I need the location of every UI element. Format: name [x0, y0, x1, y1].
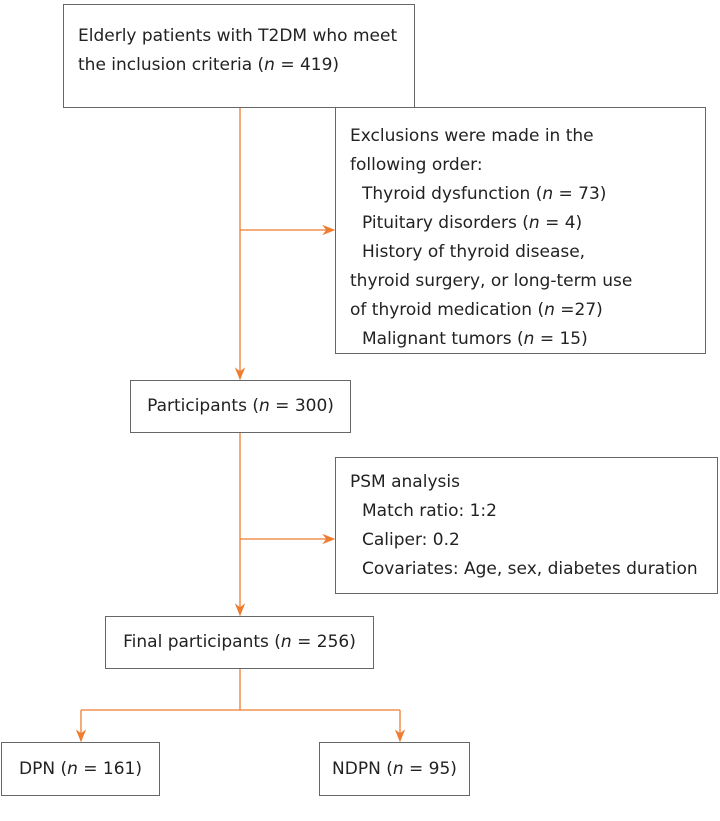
exclusions-line: following order:: [350, 155, 483, 175]
exclusions-line: Exclusions were made in the: [350, 126, 594, 146]
final-box: Final participants (n = 256): [105, 616, 374, 669]
psm-item: Caliper: 0.2: [362, 530, 460, 550]
exclusion-item: History of thyroid disease,: [362, 242, 586, 262]
participants-box: Participants (n = 300): [130, 380, 351, 433]
ndpn-text: NDPN (n = 95): [332, 758, 457, 779]
ndpn-box: NDPN (n = 95): [319, 742, 470, 796]
participants-text: Participants (n = 300): [147, 396, 334, 416]
final-text: Final participants (n = 256): [123, 632, 356, 652]
exclusion-item-cont: of thyroid medication (n =27): [350, 300, 603, 320]
psm-title: PSM analysis: [350, 472, 460, 492]
psm-box: PSM analysis Match ratio: 1:2 Caliper: 0…: [335, 457, 718, 594]
inclusion-box: Elderly patients with T2DM who meet the …: [63, 4, 415, 108]
inclusion-line: Elderly patients with T2DM who meet: [78, 26, 398, 46]
inclusion-line: the inclusion criteria (n = 419): [78, 55, 340, 75]
exclusion-item-cont: thyroid surgery, or long-term use: [350, 271, 633, 291]
dpn-text: DPN (n = 161): [18, 758, 143, 779]
psm-item: Covariates: Age, sex, diabetes duration: [362, 559, 698, 579]
exclusion-item: Pituitary disorders (n = 4): [362, 213, 583, 233]
dpn-box: DPN (n = 161): [1, 742, 160, 796]
exclusions-box: Exclusions were made in the following or…: [335, 107, 706, 354]
exclusion-item: Thyroid dysfunction (n = 73): [362, 184, 607, 204]
exclusion-item: Malignant tumors (n = 15): [362, 329, 588, 349]
psm-item: Match ratio: 1:2: [362, 501, 497, 521]
